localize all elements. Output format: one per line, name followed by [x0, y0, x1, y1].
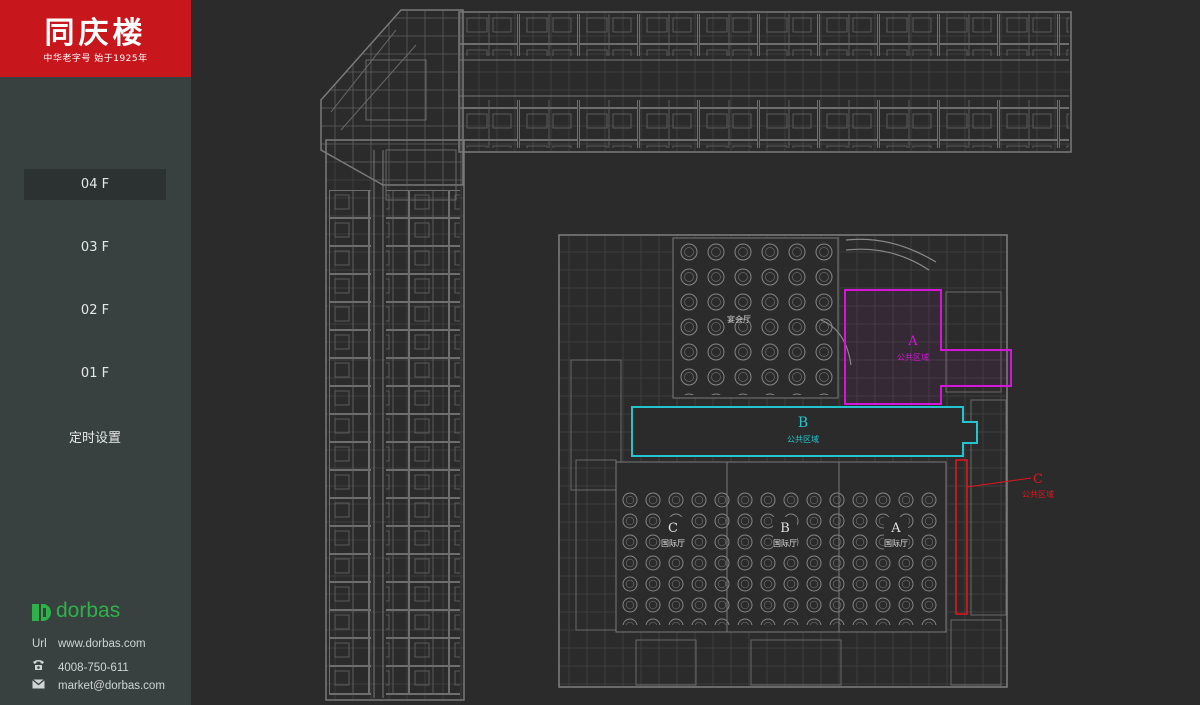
nav-floor-02[interactable]: 02 F [80, 303, 110, 318]
url-value[interactable]: www.dorbas.com [58, 638, 146, 650]
floorplan-svg: A 公共区域 B 公共区域 C 公共区域 宴会厅 C 国际厅 B 国际厅 A 国… [320, 9, 1072, 701]
zone-b-label: 公共区域 [787, 434, 819, 444]
zone-c-label: 公共区域 [1022, 489, 1054, 499]
hall-a-letter: A [890, 521, 901, 536]
contact-url: Url www.dorbas.com [32, 638, 146, 650]
hall-c-label: 国际厅 [661, 539, 685, 548]
hotel-left-wing [325, 139, 465, 701]
hall-c-letter: C [668, 521, 678, 536]
nav-floor-04[interactable]: 04 F [24, 169, 166, 200]
mail-icon [32, 679, 58, 692]
hall-b-label: 国际厅 [773, 539, 797, 548]
zone-c-outline[interactable] [955, 459, 968, 615]
dorbas-wordmark: dorbas [56, 599, 121, 622]
banquet-building [558, 234, 1008, 688]
nav-floor-03[interactable]: 03 F [80, 240, 110, 255]
phone-icon [32, 659, 58, 674]
zone-b-outline[interactable] [631, 406, 978, 457]
zone-a-label: 公共区域 [897, 352, 929, 362]
banquet-hall-label: 宴会厅 [727, 314, 751, 324]
brand-logo: 同庆楼 中华老字号 始于1925年 [0, 0, 191, 77]
hall-b-letter: B [780, 521, 790, 536]
zone-a-outline[interactable] [844, 289, 1012, 405]
phone-value: 4008-750-611 [58, 662, 129, 674]
nav-floor-01[interactable]: 01 F [80, 366, 110, 381]
zone-c-letter: C [1033, 472, 1043, 487]
hotel-top-wing [458, 11, 1072, 153]
url-label: Url [32, 638, 47, 650]
contact-phone: 4008-750-611 [32, 659, 129, 674]
brand-tagline: 中华老字号 始于1925年 [43, 54, 148, 64]
sidebar: 同庆楼 中华老字号 始于1925年 04 F 03 F 02 F 01 F 定时… [0, 0, 191, 705]
brand-name: 同庆楼 [44, 16, 147, 51]
zone-b-letter: B [798, 415, 808, 431]
floorplan-canvas: A 公共区域 B 公共区域 C 公共区域 宴会厅 C 国际厅 B 国际厅 A 国… [191, 0, 1200, 705]
dorbas-logo-icon [32, 604, 51, 621]
email-value[interactable]: market@dorbas.com [58, 680, 165, 692]
zone-a-letter: A [907, 334, 918, 349]
hall-a-label: 国际厅 [884, 539, 908, 548]
contact-email: market@dorbas.com [32, 679, 165, 692]
nav-timer-settings[interactable]: 定时设置 [68, 431, 121, 446]
